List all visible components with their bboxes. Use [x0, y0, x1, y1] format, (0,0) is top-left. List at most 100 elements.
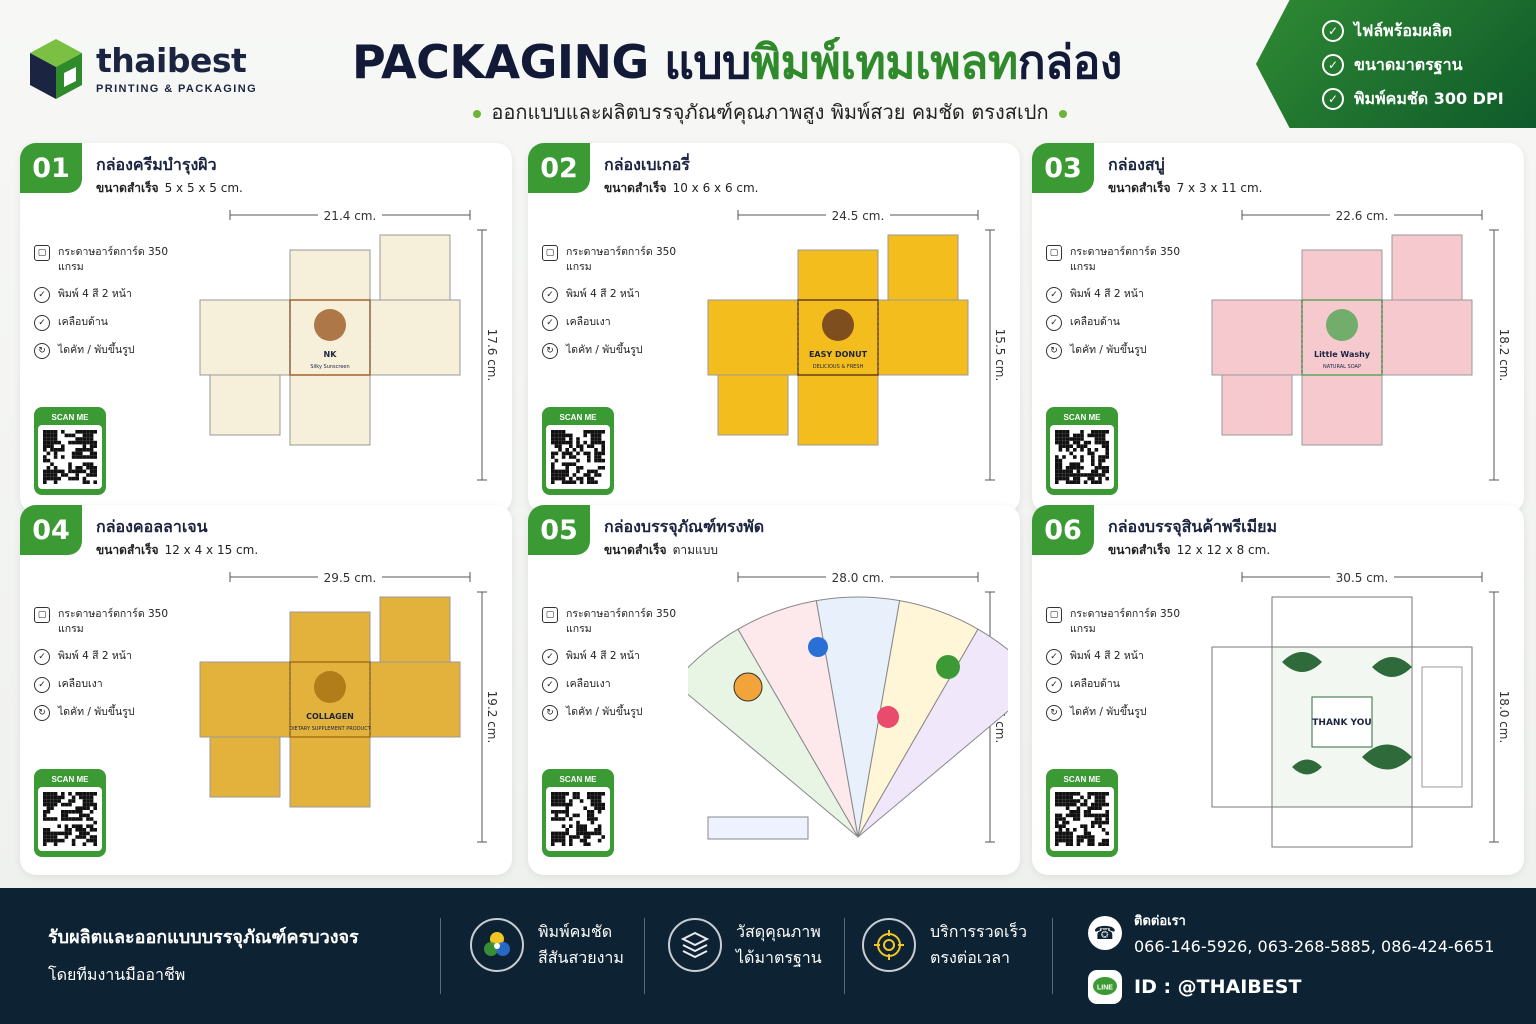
- qr-icon: [1050, 425, 1114, 489]
- qr-label: SCAN ME: [1063, 413, 1101, 422]
- spec-text: ไดคัท / พับขึ้นรูป: [1070, 706, 1147, 718]
- box-dieline: Little Washy NATURAL SOAP: [1211, 234, 1473, 446]
- size-value: ตามแบบ: [672, 543, 718, 557]
- qr-code[interactable]: SCAN ME: [34, 407, 106, 495]
- spec-item: ▢ กระดาษอาร์ตการ์ด 350 แกรม: [542, 245, 682, 275]
- coating-icon: ✓: [1046, 677, 1062, 693]
- spec-item: ✓ พิมพ์ 4 สี 2 หน้า: [34, 287, 174, 303]
- title-part3: กล่อง: [1017, 35, 1123, 89]
- print-icon: ✓: [542, 287, 558, 303]
- spec-text: เคลือบด้าน: [1070, 678, 1120, 690]
- spec-item: ✓ พิมพ์ 4 สี 2 หน้า: [1046, 649, 1186, 665]
- bullet-dot-icon: [1058, 109, 1067, 118]
- diecut-icon: ↻: [1046, 343, 1062, 359]
- qr-icon: [546, 425, 610, 489]
- feature-line1: บริการรวดเร็ว: [930, 922, 1028, 941]
- phone-numbers[interactable]: 066-146-5926, 063-268-5885, 086-424-6651: [1134, 937, 1495, 956]
- box-dieline: COLLAGEN DIETARY SUPPLEMENT PRODUCT: [199, 596, 461, 808]
- card-title: กล่องคอลลาเจน: [96, 517, 208, 536]
- spec-item: ▢ กระดาษอาร์ตการ์ด 350 แกรม: [542, 607, 682, 637]
- spec-item: ▢ กระดาษอาร์ตการ์ด 350 แกรม: [1046, 245, 1186, 275]
- box-sublabel: DIETARY SUPPLEMENT PRODUCT: [289, 726, 371, 732]
- diecut-icon: ↻: [1046, 705, 1062, 721]
- contact-line-row: LINE ID : @THAIBEST: [1088, 970, 1494, 1004]
- box-icon: ▢: [542, 607, 558, 623]
- qr-code[interactable]: SCAN ME: [542, 407, 614, 495]
- box-dieline: NK Silky Sunscreen: [199, 234, 461, 446]
- feature-line1: พิมพ์คมชัด: [538, 922, 613, 941]
- card-title: กล่องเบเกอรี่: [604, 155, 690, 174]
- line-id[interactable]: ID : @THAIBEST: [1134, 976, 1302, 998]
- width-dimension: 29.5 cm.: [324, 571, 377, 585]
- qr-code[interactable]: SCAN ME: [34, 769, 106, 857]
- layers-icon: [668, 918, 722, 972]
- qr-icon: [38, 787, 102, 851]
- size-label: ขนาดสำเร็จ: [604, 543, 667, 557]
- qr-icon: [1050, 787, 1114, 851]
- size-value: 7 x 3 x 11 cm.: [1176, 181, 1263, 195]
- qr-icon: [38, 425, 102, 489]
- divider: [844, 918, 845, 994]
- qr-code[interactable]: SCAN ME: [1046, 407, 1118, 495]
- box-dieline: EASY DONUT DELICIOUS & FRESH: [707, 234, 969, 446]
- width-dimension: 30.5 cm.: [1336, 571, 1389, 585]
- card-size: ขนาดสำเร็จ ตามแบบ: [604, 541, 718, 560]
- badge-row: ✓ไฟล์พร้อมผลิต: [1322, 14, 1536, 48]
- box-icon: ▢: [1046, 607, 1062, 623]
- template-card[interactable]: 05 กล่องบรรจุภัณฑ์ทรงพัด ขนาดสำเร็จตามแบ…: [528, 505, 1020, 875]
- size-value: 12 x 4 x 15 cm.: [164, 543, 259, 557]
- height-dimension: 18.2 cm.: [1497, 329, 1511, 382]
- premium-box-dieline: THANK YOU: [1211, 596, 1473, 848]
- contact-block: ☎ ติดต่อเรา 066-146-5926, 063-268-5885, …: [1088, 910, 1494, 1004]
- card-title: กล่องสบู่: [1108, 155, 1165, 174]
- spec-item: ▢ กระดาษอาร์ตการ์ด 350 แกรม: [1046, 607, 1186, 637]
- spec-list: ▢ กระดาษอาร์ตการ์ด 350 แกรม ✓ พิมพ์ 4 สี…: [542, 245, 682, 371]
- spec-text: กระดาษอาร์ตการ์ด 350 แกรม: [1070, 608, 1181, 635]
- brand-tagline: PRINTING & PACKAGING: [96, 83, 258, 95]
- badge-text: ไฟล์พร้อมผลิต: [1354, 20, 1453, 40]
- spec-text: เคลือบเงา: [58, 678, 103, 690]
- spec-item: ↻ ไดคัท / พับขึ้นรูป: [1046, 705, 1186, 721]
- footer: รับผลิตและออกแบบบรรจุภัณฑ์ครบวงจร โดยทีม…: [0, 888, 1536, 1024]
- spec-text: เคลือบด้าน: [58, 316, 108, 328]
- coating-icon: ✓: [1046, 315, 1062, 331]
- coating-icon: ✓: [542, 315, 558, 331]
- spec-item: ✓ เคลือบเงา: [34, 677, 174, 693]
- spec-item: ▢ กระดาษอาร์ตการ์ด 350 แกรม: [34, 245, 174, 275]
- feature-badge: ✓ไฟล์พร้อมผลิต ✓ขนาดมาตรฐาน ✓พิมพ์คมชัด …: [1256, 0, 1536, 128]
- card-number: 01: [20, 143, 82, 193]
- dieline-artwork: 24.5 cm. 15.5 cm. EASY DONUT DELICIOUS &…: [707, 207, 1007, 481]
- spec-text: ไดคัท / พับขึ้นรูป: [58, 344, 135, 356]
- divider: [1052, 918, 1053, 994]
- card-title: กล่องบรรจุสินค้าพรีเมียม: [1108, 517, 1278, 536]
- print-icon: ✓: [34, 649, 50, 665]
- spec-text: พิมพ์ 4 สี 2 หน้า: [1070, 288, 1144, 300]
- diecut-icon: ↻: [34, 705, 50, 721]
- box-icon: ▢: [1046, 245, 1062, 261]
- dieline-artwork: 29.5 cm. 19.2 cm. COLLAGEN DIETARY SUPPL…: [199, 569, 499, 843]
- dieline-artwork: 22.6 cm. 18.2 cm. Little Washy NATURAL S…: [1211, 207, 1511, 481]
- spec-item: ✓ เคลือบด้าน: [1046, 315, 1186, 331]
- size-label: ขนาดสำเร็จ: [1108, 181, 1171, 195]
- size-label: ขนาดสำเร็จ: [96, 181, 159, 195]
- card-number: 06: [1032, 505, 1094, 555]
- size-label: ขนาดสำเร็จ: [604, 181, 667, 195]
- qr-code[interactable]: SCAN ME: [542, 769, 614, 857]
- qr-code[interactable]: SCAN ME: [1046, 769, 1118, 857]
- divider: [440, 918, 441, 994]
- box-label: EASY DONUT: [809, 350, 868, 359]
- cube-logo-icon: [30, 39, 82, 99]
- bullet-dot-icon: [473, 109, 482, 118]
- dieline-artwork: 30.5 cm. 18.0 cm. THANK YOU: [1211, 569, 1511, 848]
- title-part1: PACKAGING แบบ: [352, 35, 751, 89]
- contact-phone-row: ☎ ติดต่อเรา 066-146-5926, 063-268-5885, …: [1088, 910, 1494, 956]
- qr-label: SCAN ME: [51, 775, 89, 784]
- feature-line2: ได้มาตรฐาน: [736, 948, 822, 967]
